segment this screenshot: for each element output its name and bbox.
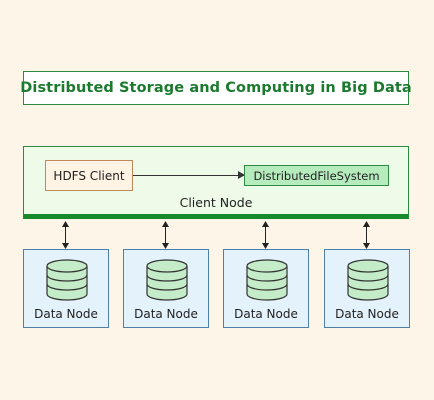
client-node-label: Client Node (179, 195, 253, 210)
data-node-2: Data Node (123, 249, 209, 328)
data-node-label: Data Node (134, 307, 198, 321)
bidirectional-arrow-1 (62, 221, 69, 249)
data-node-4: Data Node (324, 249, 410, 328)
database-icon (146, 259, 188, 301)
database-icon (347, 259, 389, 301)
distributed-file-system-box: DistributedFileSystem (244, 165, 389, 186)
bidirectional-arrow-4 (363, 221, 370, 249)
diagram-title: Distributed Storage and Computing in Big… (20, 80, 412, 96)
data-node-label: Data Node (234, 307, 298, 321)
data-node-label: Data Node (335, 307, 399, 321)
bidirectional-arrow-3 (262, 221, 269, 249)
database-icon (246, 259, 288, 301)
data-node-label: Data Node (34, 307, 98, 321)
hdfs-to-dfs-arrow (133, 171, 245, 179)
hdfs-client-label: HDFS Client (53, 168, 125, 183)
data-node-3: Data Node (223, 249, 309, 328)
diagram-title-box: Distributed Storage and Computing in Big… (20, 71, 412, 105)
client-node-box: HDFS Client DistributedFileSystem Client… (23, 146, 409, 219)
database-icon (46, 259, 88, 301)
data-node-1: Data Node (23, 249, 109, 328)
bidirectional-arrow-2 (162, 221, 169, 249)
distributed-file-system-label: DistributedFileSystem (253, 168, 380, 183)
hdfs-client-box: HDFS Client (45, 160, 133, 191)
